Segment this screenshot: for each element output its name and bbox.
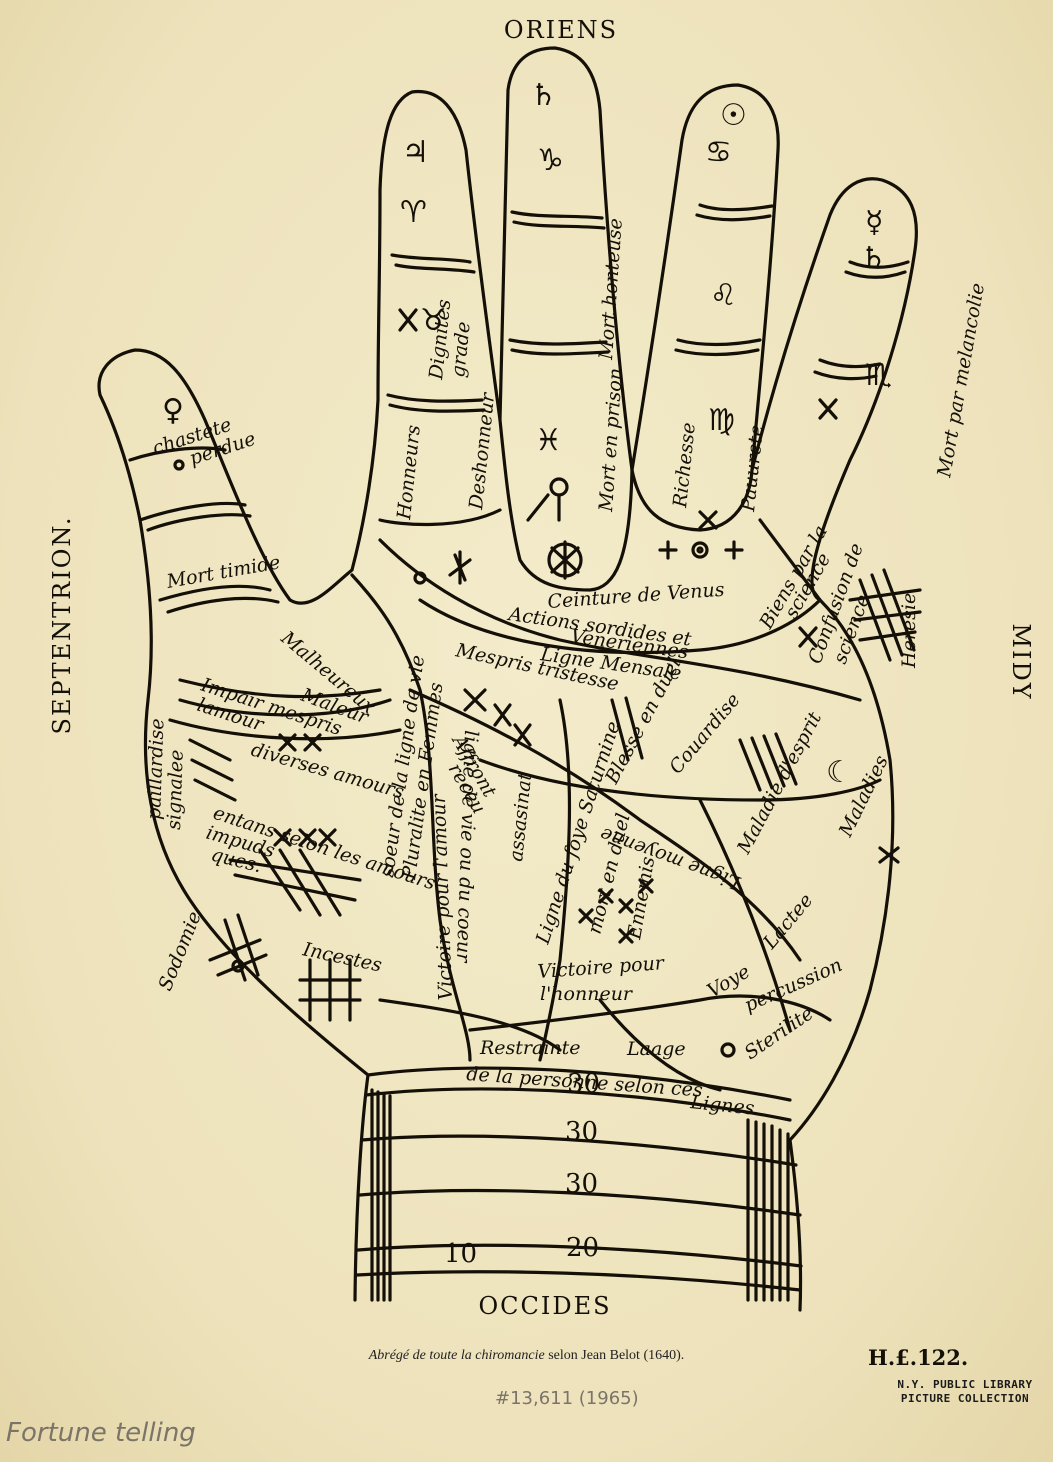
label-percussion: percussion xyxy=(741,954,846,1017)
label-grade: grade xyxy=(447,321,475,379)
virgo-icon: ♍ xyxy=(708,403,735,438)
capricorn-icon: ♑ xyxy=(537,143,564,178)
scorpio-icon: ♏ xyxy=(865,358,892,393)
wrist-number-3: 30 xyxy=(565,1169,598,1199)
mercury-icon: ☿ xyxy=(865,205,883,240)
label-maladie-esprit: Maladie d'esprit xyxy=(733,708,827,858)
pencil-accession-number: #13,611 (1965) xyxy=(495,1388,639,1409)
library-stamp: N.Y. PUBLIC LIBRARY PICTURE COLLECTION xyxy=(885,1378,1045,1406)
label-lhonneur: l'honneur xyxy=(540,983,634,1005)
label-laage: Laage xyxy=(626,1038,686,1060)
direction-east: MIDY xyxy=(1007,623,1035,700)
saturn-icon: ♄ xyxy=(530,78,557,113)
label-assasinat: assasinat xyxy=(505,771,536,862)
label-diverses-amours: diverses amours xyxy=(249,739,407,804)
plate-signature: H.£.122. xyxy=(868,1345,969,1370)
moon-icon: ☾ xyxy=(826,755,853,790)
wrist-number-5: 10 xyxy=(444,1239,477,1269)
venus-icon: ♀ xyxy=(162,393,184,428)
label-restrainte: Restrainte xyxy=(479,1037,581,1059)
label-paillardise: paillardise xyxy=(143,718,169,820)
label-couardise: Couardise xyxy=(665,689,745,778)
label-victoire-amour: Victoire pour l'amour xyxy=(428,792,457,1001)
saturn-small-icon: ♄ xyxy=(860,241,887,276)
wrist-number-4: 20 xyxy=(566,1233,599,1263)
leo-icon: ♌ xyxy=(710,278,737,313)
label-pauurete: Pauurete xyxy=(737,424,768,514)
direction-north: ORIENS xyxy=(504,16,618,44)
stamp-line-2: PICTURE COLLECTION xyxy=(900,1392,1030,1405)
label-mort-prison: Mort en prison xyxy=(595,367,627,513)
label-sodomie: Sodomie xyxy=(154,908,206,994)
label-ennemis: Ennemis xyxy=(623,855,659,942)
sun-icon: ☉ xyxy=(720,98,747,133)
pencil-subject-note: Fortune telling xyxy=(6,1418,196,1448)
label-deshonneur: Deshonneur xyxy=(465,390,499,512)
label-mort-melancolie: Mort par melancolie xyxy=(933,281,989,479)
label-incestes: Incestes xyxy=(300,938,384,976)
label-honneurs: Honneurs xyxy=(393,424,425,522)
taurus-icon: ♉ xyxy=(420,303,447,338)
caption-author: selon Jean Belot (1640). xyxy=(544,1348,685,1363)
jupiter-icon: ♃ xyxy=(402,135,429,170)
image-caption: Abrégé de toute la chiromancie selon Jea… xyxy=(0,1348,1053,1364)
label-signalee: signalee xyxy=(163,749,188,830)
pisces-icon: ♓ xyxy=(535,423,562,458)
caption-title: Abrégé de toute la chiromancie xyxy=(368,1348,545,1363)
stamp-line-1: N.Y. PUBLIC LIBRARY xyxy=(897,1378,1033,1391)
aries-icon: ♈ xyxy=(400,195,427,230)
wrist-number-2: 30 xyxy=(565,1117,598,1147)
label-heresie: Heresie xyxy=(898,593,920,669)
wrist-number-1: 30 xyxy=(567,1069,600,1099)
hand-outline xyxy=(97,46,922,1312)
cancer-icon: ♋ xyxy=(705,135,732,170)
label-mort-honteuse: Mort honteuse xyxy=(595,217,627,361)
direction-west: SEPTENTRION. xyxy=(48,516,76,735)
direction-south: OCCIDES xyxy=(478,1292,611,1320)
label-richesse: Richesse xyxy=(669,421,700,509)
label-lignes: Lignes. xyxy=(688,1091,761,1120)
label-ceinture-venus: Ceinture de Venus xyxy=(547,579,726,613)
label-victoire-pour: Victoire pour xyxy=(537,952,667,983)
